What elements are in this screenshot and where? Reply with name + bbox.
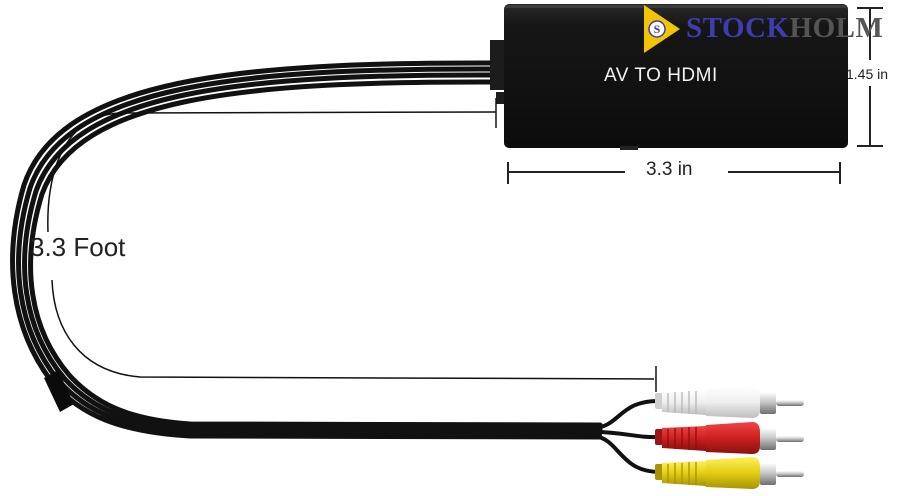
cable-length-line (47, 111, 655, 380)
cable-strain-relief (44, 370, 74, 412)
device-label: AV TO HDMI (604, 65, 718, 86)
brand-logo-icon: S (644, 5, 680, 53)
brand-name-part-1: STOCK (686, 12, 790, 44)
main-cable (10, 60, 603, 440)
height-dimension-label: 1.45 in (846, 66, 889, 82)
width-dimension-label: 3.3 in (646, 159, 693, 180)
dimension-lines (507, 7, 883, 184)
converter-box (490, 4, 848, 150)
split-leads (593, 398, 662, 474)
rca-plug-yellow (655, 457, 804, 489)
brand-logo-letter: S (654, 22, 661, 36)
cable-length-label: 3.3 Foot (30, 232, 126, 262)
brand-wordmark: STOCKHOLM (686, 12, 883, 45)
brand-name-part-2: HOLM (789, 12, 884, 44)
rca-plug-red (655, 422, 804, 454)
rca-plug-white (655, 386, 804, 418)
